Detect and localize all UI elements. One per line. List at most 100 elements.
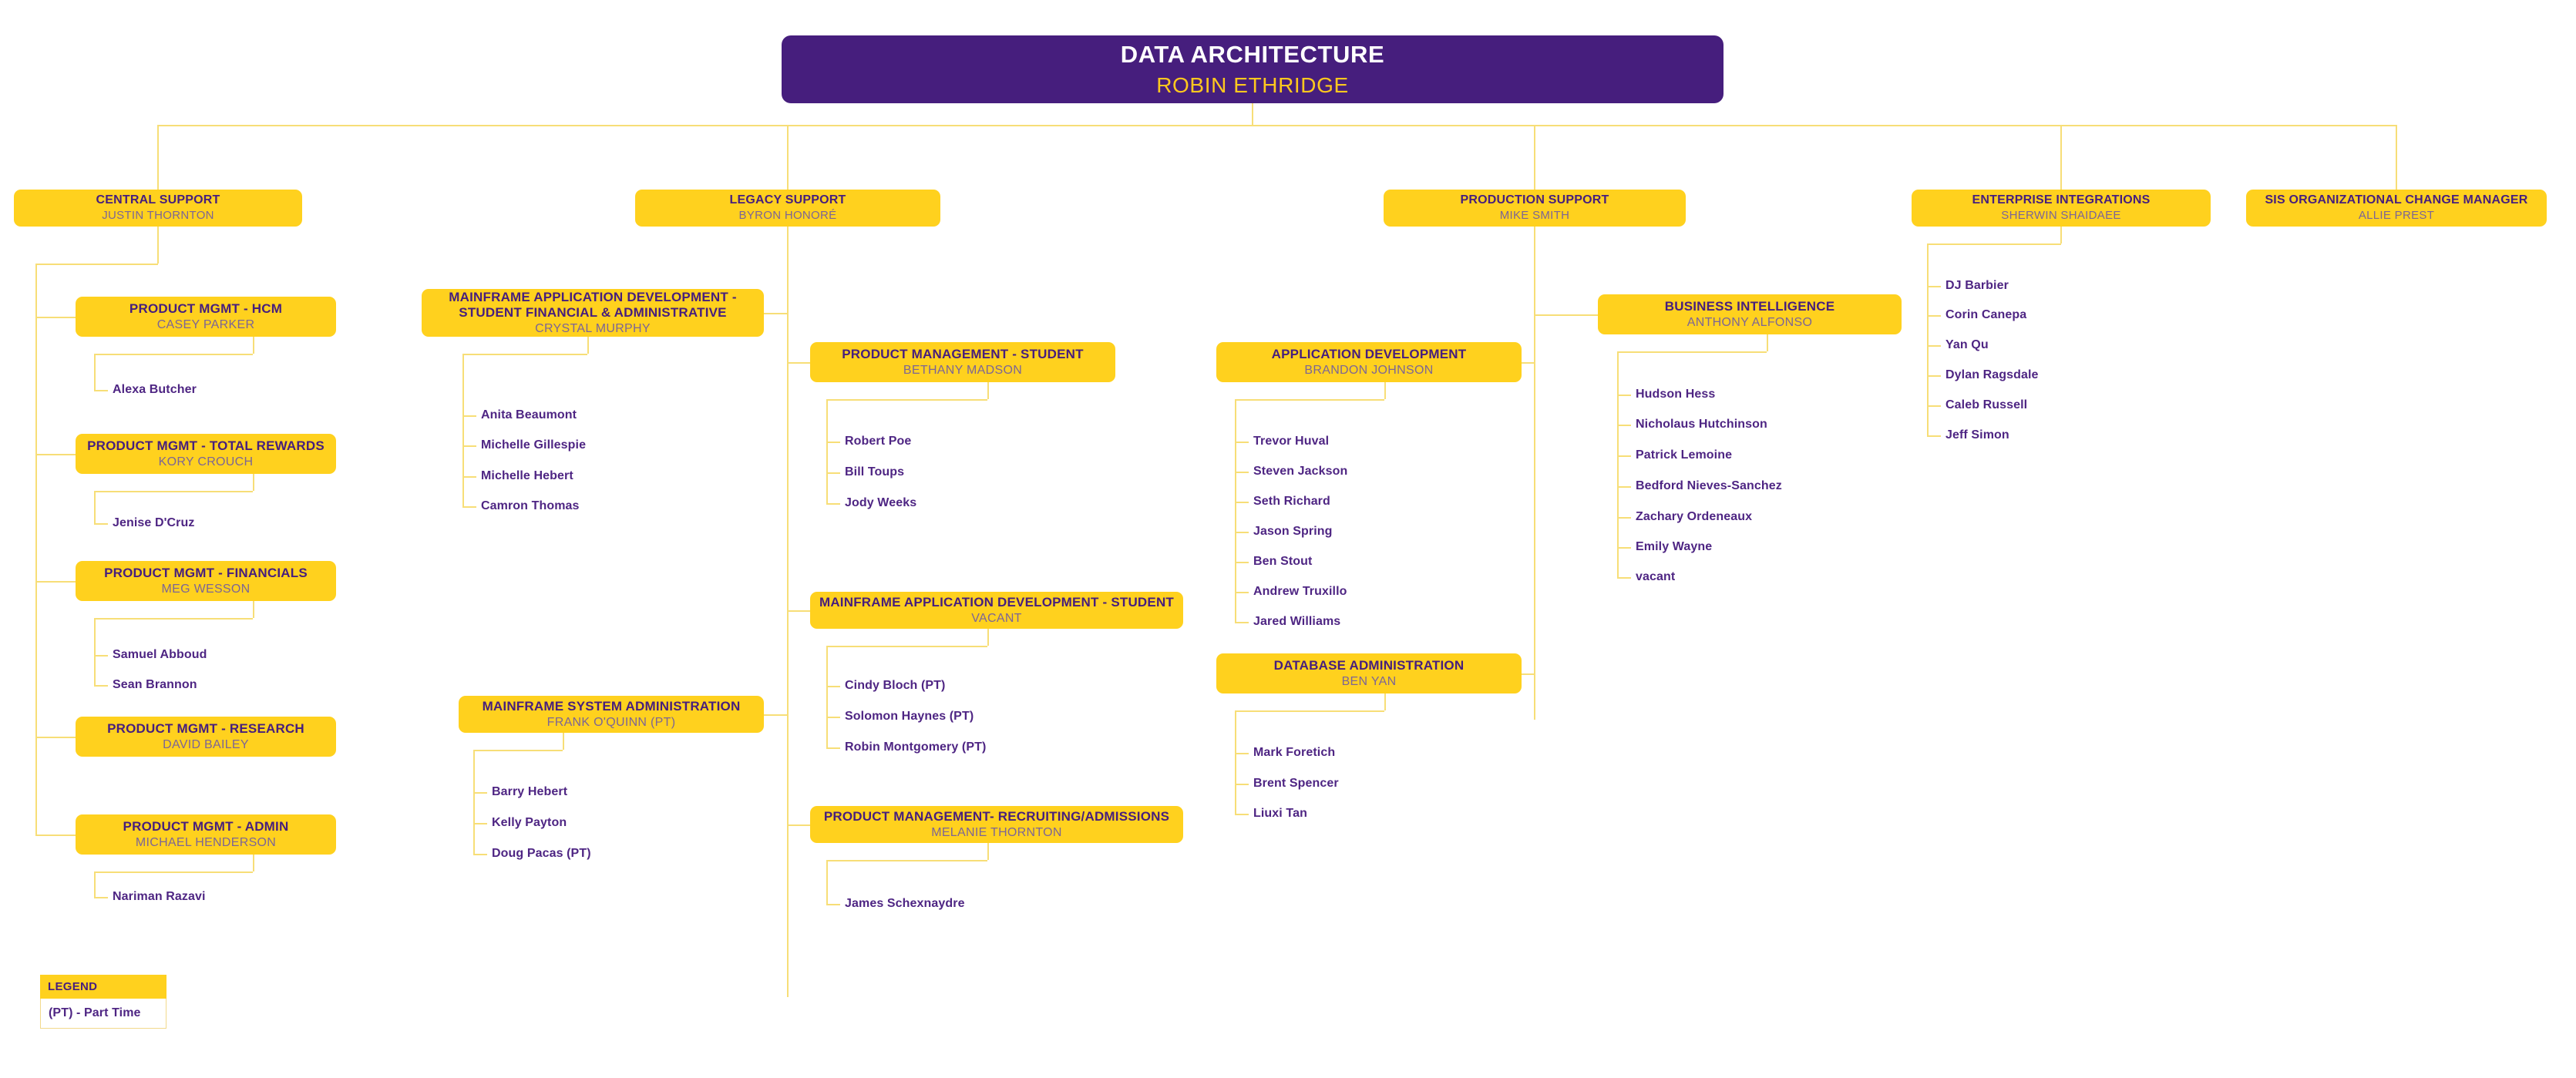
- connector-line-horizontal: [1927, 435, 1941, 437]
- list-item[interactable]: Caleb Russell: [1945, 398, 2028, 411]
- list-item[interactable]: Samuel Abboud: [113, 648, 207, 661]
- connector-line-vertical: [35, 264, 37, 835]
- connector-line-horizontal: [35, 581, 76, 583]
- list-item[interactable]: Trevor Huval: [1253, 435, 1330, 448]
- list-item[interactable]: Nariman Razavi: [113, 890, 206, 903]
- list-item[interactable]: Bill Toups: [845, 465, 905, 479]
- dept-node-mainframe-app-dev-student[interactable]: MAINFRAME APPLICATION DEVELOPMENT - STUD…: [810, 592, 1183, 629]
- list-item[interactable]: Liuxi Tan: [1253, 807, 1307, 820]
- list-item[interactable]: James Schexnaydre: [845, 897, 965, 910]
- list-item[interactable]: Brent Spencer: [1253, 777, 1339, 790]
- list-item[interactable]: Emily Wayne: [1636, 540, 1713, 553]
- list-item[interactable]: Seth Richard: [1253, 495, 1330, 508]
- list-item[interactable]: Yan Qu: [1945, 338, 1989, 351]
- list-item[interactable]: DJ Barbier: [1945, 279, 2009, 292]
- connector-line-vertical: [94, 491, 96, 523]
- dept-node-mainframe-app-dev-student-financial-admin[interactable]: MAINFRAME APPLICATION DEVELOPMENT - STUD…: [422, 289, 764, 337]
- connector-line-horizontal: [1535, 314, 1598, 316]
- list-item[interactable]: Zachary Ordeneaux: [1636, 510, 1753, 523]
- list-item[interactable]: Hudson Hess: [1636, 388, 1716, 401]
- connector-line-vertical: [787, 125, 789, 190]
- connector-line-vertical: [1617, 351, 1619, 577]
- node-person: SHERWIN SHAIDAEE: [2001, 208, 2121, 222]
- list-item[interactable]: Jenise D'Cruz: [113, 516, 195, 529]
- list-item[interactable]: Solomon Haynes (PT): [845, 710, 974, 723]
- dept-node-product-management-recruiting-admissions[interactable]: PRODUCT MANAGEMENT- RECRUITING/ADMISSION…: [810, 806, 1183, 843]
- node-title: LEGACY SUPPORT: [729, 193, 846, 207]
- list-item[interactable]: Anita Beaumont: [481, 408, 577, 421]
- list-item[interactable]: Mark Foretich: [1253, 746, 1336, 759]
- list-item[interactable]: Doug Pacas (PT): [492, 847, 591, 860]
- list-item[interactable]: Robert Poe: [845, 435, 912, 448]
- list-item[interactable]: Cindy Bloch (PT): [845, 679, 946, 692]
- connector-line-horizontal: [1927, 405, 1941, 407]
- list-item[interactable]: Jared Williams: [1253, 615, 1341, 628]
- connector-line-horizontal: [462, 445, 476, 447]
- list-item[interactable]: Sean Brannon: [113, 678, 197, 691]
- connector-line-horizontal: [473, 792, 487, 794]
- connector-line-horizontal: [1235, 622, 1249, 623]
- list-item[interactable]: Michelle Hebert: [481, 469, 573, 482]
- list-item[interactable]: Ben Stout: [1253, 555, 1313, 568]
- node-title: MAINFRAME APPLICATION DEVELOPMENT - STUD…: [449, 290, 737, 320]
- connector-line-vertical: [94, 354, 96, 390]
- list-item[interactable]: Michelle Gillespie: [481, 438, 587, 452]
- list-item[interactable]: Kelly Payton: [492, 816, 567, 829]
- connector-line-vertical: [987, 382, 989, 399]
- list-item[interactable]: Nicholaus Hutchinson: [1636, 418, 1767, 431]
- list-item[interactable]: Dylan Ragsdale: [1945, 368, 2039, 381]
- list-item[interactable]: Barry Hebert: [492, 785, 568, 798]
- list-item[interactable]: Patrick Lemoine: [1636, 448, 1733, 462]
- connector-line-vertical: [826, 646, 828, 747]
- list-item[interactable]: Camron Thomas: [481, 499, 580, 512]
- node-person: MIKE SMITH: [1499, 208, 1570, 222]
- legend-entry: (PT) - Part Time: [40, 999, 166, 1029]
- node-title: PRODUCT MANAGEMENT - STUDENT: [842, 347, 1084, 362]
- connector-line-vertical: [563, 733, 564, 750]
- list-item[interactable]: Bedford Nieves-Sanchez: [1636, 479, 1782, 492]
- connector-line-vertical: [787, 227, 789, 997]
- connector-line-horizontal: [1235, 472, 1249, 473]
- list-item[interactable]: Alexa Butcher: [113, 383, 197, 396]
- list-item[interactable]: Andrew Truxillo: [1253, 585, 1347, 598]
- connector-line-horizontal: [1235, 562, 1249, 563]
- connector-line-horizontal: [826, 904, 840, 905]
- connector-line-horizontal: [94, 618, 253, 620]
- node-title: MAINFRAME APPLICATION DEVELOPMENT - STUD…: [819, 595, 1175, 610]
- list-item[interactable]: Steven Jackson: [1253, 465, 1348, 478]
- connector-line-horizontal: [1617, 395, 1631, 396]
- list-item[interactable]: Jody Weeks: [845, 496, 917, 509]
- connector-line-horizontal: [1617, 577, 1631, 579]
- connector-line-horizontal: [473, 750, 563, 751]
- list-item[interactable]: Jeff Simon: [1945, 428, 2009, 442]
- node-person: MELANIE THORNTON: [931, 825, 1062, 839]
- connector-line-horizontal: [94, 685, 108, 687]
- connector-line-vertical: [157, 125, 159, 190]
- connector-line-vertical: [1927, 243, 1929, 435]
- node-person: VACANT: [971, 611, 1022, 625]
- list-item[interactable]: Robin Montgomery (PT): [845, 740, 987, 754]
- connector-line-horizontal: [473, 823, 487, 824]
- list-item[interactable]: vacant: [1636, 570, 1676, 583]
- connector-line-horizontal: [764, 313, 788, 314]
- list-item[interactable]: Jason Spring: [1253, 525, 1333, 538]
- node-person: BETHANY MADSON: [903, 363, 1023, 377]
- list-item[interactable]: Corin Canepa: [1945, 308, 2027, 321]
- connector-line-horizontal: [826, 646, 987, 647]
